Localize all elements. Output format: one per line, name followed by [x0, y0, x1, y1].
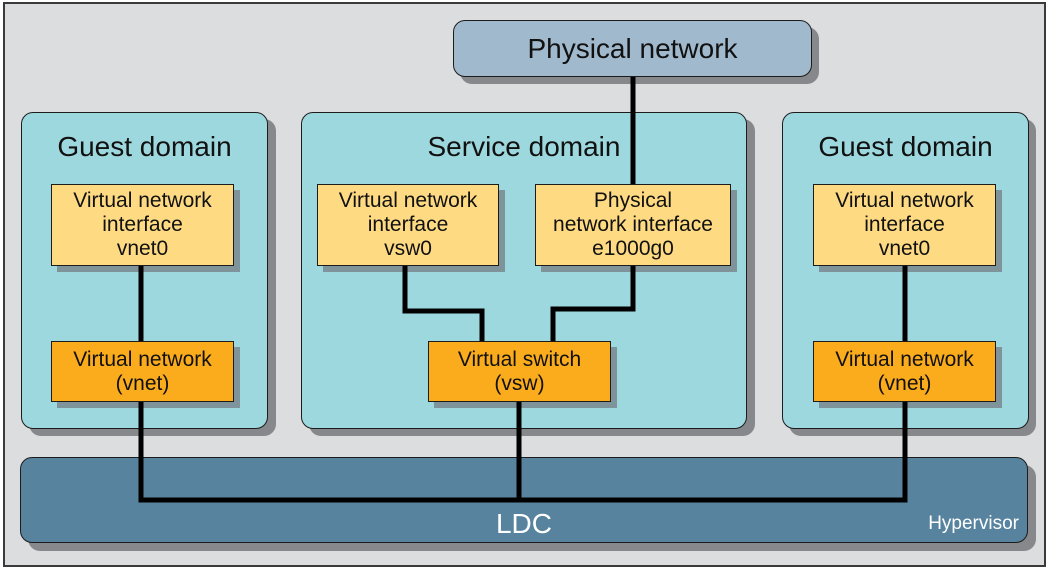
physical-network-node: Physical network	[453, 20, 812, 77]
box-line: Virtual network	[835, 189, 974, 212]
box-line: (vnet)	[877, 371, 932, 395]
left-vnet-driver-box: Virtual network (vnet)	[51, 341, 234, 402]
box-line: network interface	[553, 213, 713, 236]
box-line: Virtual network	[73, 189, 212, 212]
vsw0-interface-box: Virtual network interface vsw0	[317, 184, 499, 266]
box-line: Virtual network	[835, 347, 974, 371]
box-line: interface	[367, 213, 449, 236]
guest-domain-left-title: Guest domain	[57, 131, 232, 162]
service-domain-title: Service domain	[427, 131, 621, 162]
e1000g0-to-switch-line	[550, 266, 636, 341]
box-line: vsw0	[384, 237, 432, 260]
box-line: vnet0	[116, 237, 169, 260]
vsw0-to-switch-line	[402, 266, 485, 341]
box-line: e1000g0	[592, 237, 674, 260]
box-line: (vsw)	[494, 371, 545, 395]
box-line: Virtual switch	[457, 347, 582, 371]
e1000g0-interface-box: Physical network interface e1000g0	[535, 184, 731, 266]
right-vnet0-interface-box: Virtual network interface vnet0	[813, 184, 996, 266]
box-line: Virtual network	[73, 347, 212, 371]
box-line: Virtual network	[338, 189, 478, 212]
virtual-switch-box: Virtual switch (vsw)	[428, 341, 611, 402]
box-line: interface	[864, 213, 945, 236]
box-line: interface	[102, 213, 183, 236]
ldc-label: LDC	[495, 508, 552, 539]
left-vnet0-interface-box: Virtual network interface vnet0	[51, 184, 234, 266]
right-vnet-driver-box: Virtual network (vnet)	[813, 341, 996, 402]
physical-network-label: Physical network	[527, 32, 738, 64]
box-line: (vnet)	[115, 371, 170, 395]
box-line: Physical	[593, 189, 673, 212]
guest-domain-right-title: Guest domain	[818, 131, 993, 162]
ldc-channel-line	[138, 402, 908, 503]
box-line: vnet0	[878, 237, 931, 260]
hypervisor-label: Hypervisor	[928, 513, 1019, 534]
